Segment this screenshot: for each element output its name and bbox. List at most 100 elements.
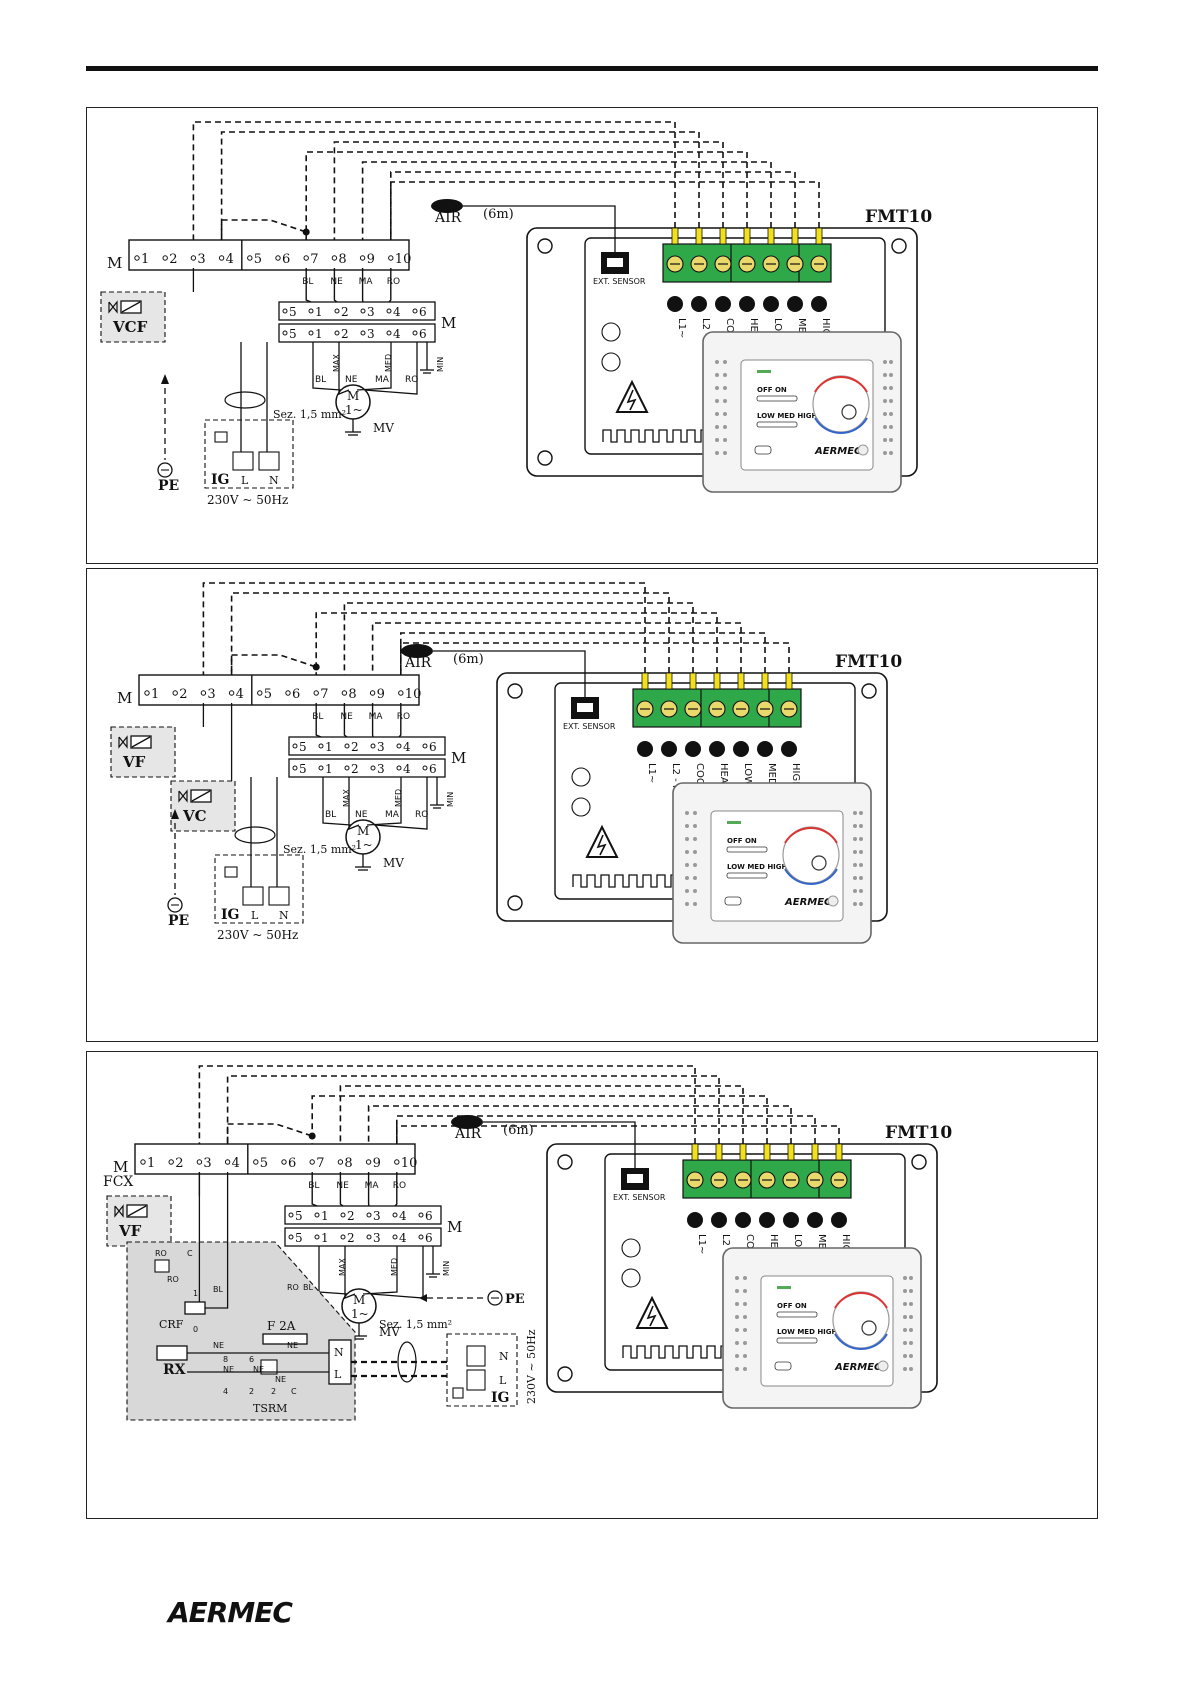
block-screw <box>370 743 376 749</box>
vent-dot <box>685 850 689 854</box>
vent-dot <box>723 360 727 364</box>
terminal-screw <box>218 255 225 261</box>
terminal-number: 3 <box>207 687 215 702</box>
mount-hole <box>537 450 553 466</box>
vent-dot <box>735 1354 739 1358</box>
relay-label-crf: CRF <box>159 1318 184 1331</box>
wire-color-label: RO <box>397 712 410 722</box>
switch-pole-label: L <box>241 474 249 487</box>
ce-mark-icon <box>621 1238 641 1258</box>
vent-dot <box>685 863 689 867</box>
block-number: 5 <box>289 327 297 341</box>
led-indicator <box>727 821 741 824</box>
block-screw <box>292 765 298 771</box>
terminal-indicator <box>787 296 803 312</box>
block-screw <box>412 308 418 314</box>
sensor-label: AIR <box>434 210 462 226</box>
relay-wire-label: BL <box>303 1283 313 1292</box>
arrow-left-icon <box>419 1294 427 1302</box>
terminal-indicator <box>661 741 677 757</box>
switch-pole-label: N <box>279 909 289 922</box>
terminal-name: L1~ <box>696 1234 707 1254</box>
mount-hole <box>557 1154 573 1170</box>
led-indicator <box>757 370 771 373</box>
motor-feed-wire <box>311 1172 318 1207</box>
switch-pole-label: L <box>499 1374 507 1387</box>
mount-hole <box>507 895 523 911</box>
terminal-screw <box>281 1159 287 1165</box>
block-number: 3 <box>373 1231 381 1245</box>
valve-icon <box>118 735 128 749</box>
wire-color-label: BL <box>315 375 326 385</box>
hazard-icon <box>626 389 637 411</box>
vent-dot <box>889 438 893 442</box>
block-screw <box>422 765 428 771</box>
vent-dot <box>859 889 863 893</box>
vent-dot <box>743 1315 747 1319</box>
terminal-name: COOL <box>694 763 705 792</box>
terminal-wire <box>689 672 697 690</box>
terminal-number: 2 <box>169 252 177 267</box>
mount-hole <box>557 1366 573 1382</box>
valve-label: VF <box>118 1222 142 1240</box>
vent-dot <box>883 438 887 442</box>
valve-icon <box>108 300 118 314</box>
motor-wire <box>312 342 342 391</box>
terminal-indicator <box>667 296 683 312</box>
control-wire <box>361 161 772 240</box>
terminal-indicator <box>733 741 749 757</box>
vent-dot <box>883 386 887 390</box>
switch-label: IG <box>491 1390 510 1406</box>
vent-dot <box>685 876 689 880</box>
block-screw <box>318 765 324 771</box>
terminal-n: N <box>334 1346 344 1359</box>
terminal-wire <box>641 672 649 690</box>
terminal-indicator <box>637 741 653 757</box>
pe-label: PE <box>168 913 189 929</box>
block-number: 2 <box>351 740 359 754</box>
relay-wire <box>205 1172 229 1309</box>
terminal-number: 6 <box>282 252 290 267</box>
vent-dot <box>715 360 719 364</box>
dial-knob <box>861 1320 877 1336</box>
terminal-screw <box>200 690 207 696</box>
motor-wire <box>322 777 352 826</box>
vent-dot <box>859 902 863 906</box>
motor-label: MV <box>379 1325 400 1339</box>
reset-button <box>857 444 869 456</box>
terminal-screw <box>388 255 394 261</box>
terminal-screw <box>337 1159 344 1165</box>
terminal-screw <box>253 1159 259 1165</box>
control-wire <box>226 1075 720 1144</box>
approval-mark-icon <box>601 352 621 372</box>
block-screw <box>282 308 288 314</box>
terminal-wire <box>739 1143 747 1161</box>
switch-pole-label: N <box>269 474 279 487</box>
block-screw <box>366 1212 372 1218</box>
terminal-indicator <box>739 296 755 312</box>
controller-brand: AERMEC <box>814 446 862 457</box>
mount-hole <box>537 238 553 254</box>
relay-label-tsrm: TSRM <box>253 1402 287 1415</box>
vent-dot <box>859 850 863 854</box>
motor-letter: M <box>347 389 359 403</box>
wire-color-label: NE <box>330 277 343 287</box>
control-wire <box>339 1085 744 1144</box>
off-on-slider <box>726 846 768 853</box>
relay-wire-label: RO <box>287 1283 299 1292</box>
vent-dot <box>715 373 719 377</box>
terminal-indicator <box>807 1212 823 1228</box>
vent-dot <box>715 451 719 455</box>
hazard-icon <box>646 1305 657 1327</box>
terminal-wire <box>743 227 751 245</box>
block-screw <box>360 330 366 336</box>
switch-pole <box>466 1369 486 1391</box>
switch-coil <box>452 1387 464 1399</box>
ground-icon <box>167 897 183 913</box>
block-number: 6 <box>425 1231 433 1245</box>
bridge-wire <box>226 1123 313 1144</box>
motor-wire <box>366 777 402 826</box>
motor-block-row <box>284 1227 442 1247</box>
ext-sensor-label: EXT. SENSOR <box>593 277 646 286</box>
